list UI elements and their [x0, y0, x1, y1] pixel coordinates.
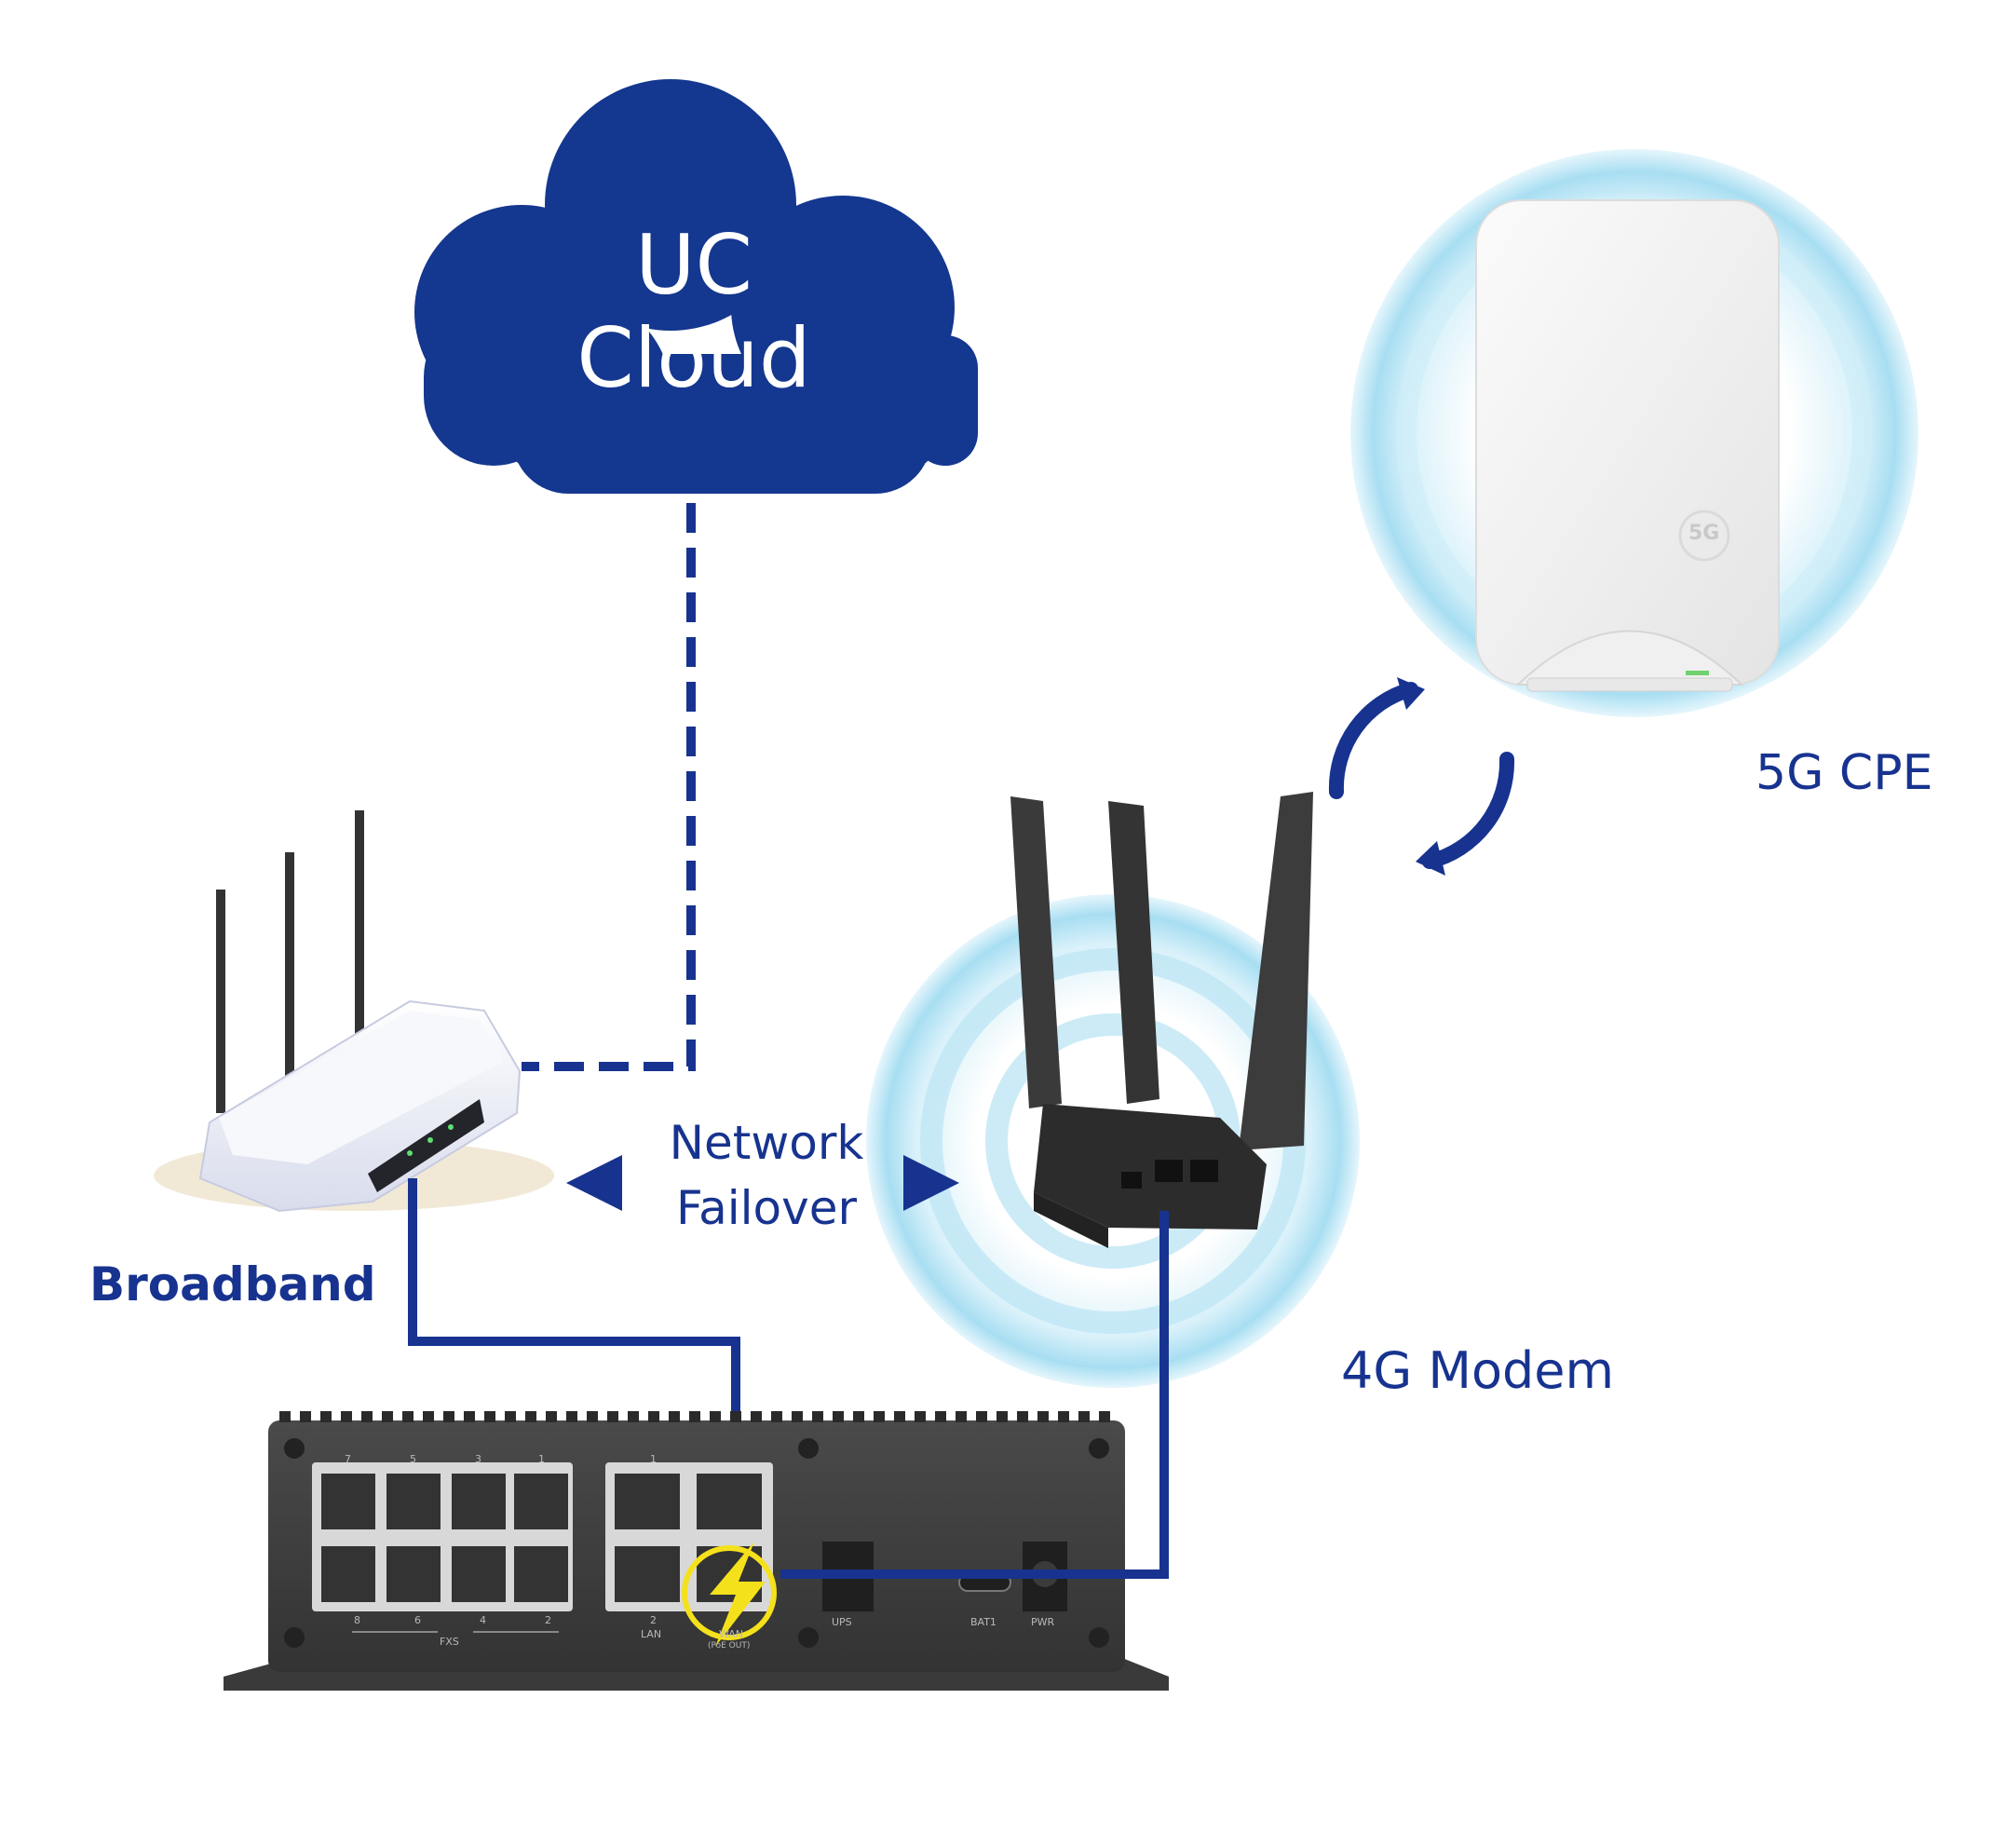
cpe-label: 5G CPE: [1756, 745, 1933, 801]
fxs-port-label-6: 6: [414, 1614, 421, 1626]
pwr-label: PWR: [1031, 1616, 1055, 1628]
fxs-port-label-5: 5: [410, 1453, 416, 1465]
router-icon: [154, 810, 554, 1213]
modem-to-gateway-link: [780, 1211, 1169, 1579]
cpe-5g-badge: 5G: [1688, 522, 1720, 545]
lan-port-label-2: 2: [650, 1614, 657, 1626]
cloud-to-broadband-dashed-link: [522, 503, 696, 1071]
cpe-icon: [1475, 199, 1780, 692]
fxs-port-label-7: 7: [345, 1453, 351, 1465]
cloud-icon: [414, 79, 978, 494]
wan-group-label: WAN: [719, 1628, 744, 1640]
sync-arrows-icon: [1328, 677, 1515, 876]
lan-group-label: LAN: [641, 1628, 662, 1640]
broadband-to-gateway-link: [408, 1178, 740, 1462]
lan-port-label-1: 1: [650, 1453, 657, 1465]
fxs-port-label-3: 3: [475, 1453, 481, 1465]
wan-poe-label: (PoE OUT): [708, 1641, 751, 1651]
modem-icon: [1010, 792, 1313, 1248]
ups-label: UPS: [832, 1616, 852, 1628]
broadband-label: Broadband: [89, 1257, 376, 1311]
failover-label-line2: Failover: [675, 1181, 858, 1235]
failover-left-arrow-icon: [566, 1155, 622, 1211]
failover-label-line1: Network: [669, 1116, 864, 1170]
fxs-group-label: FXS: [440, 1636, 459, 1648]
cloud-title-line2: Cloud: [576, 310, 811, 406]
fxs-port-label-1: 1: [538, 1453, 545, 1465]
gateway-icon: [224, 1411, 1169, 1691]
lightning-icon: [682, 1542, 777, 1647]
cloud-title-line1: UC: [635, 217, 752, 313]
fxs-port-label-4: 4: [480, 1614, 486, 1626]
modem-label: 4G Modem: [1341, 1341, 1615, 1400]
bat-label: BAT1: [970, 1616, 996, 1628]
failover-right-arrow-icon: [903, 1155, 959, 1211]
fxs-port-label-2: 2: [545, 1614, 551, 1626]
fxs-port-label-8: 8: [354, 1614, 360, 1626]
